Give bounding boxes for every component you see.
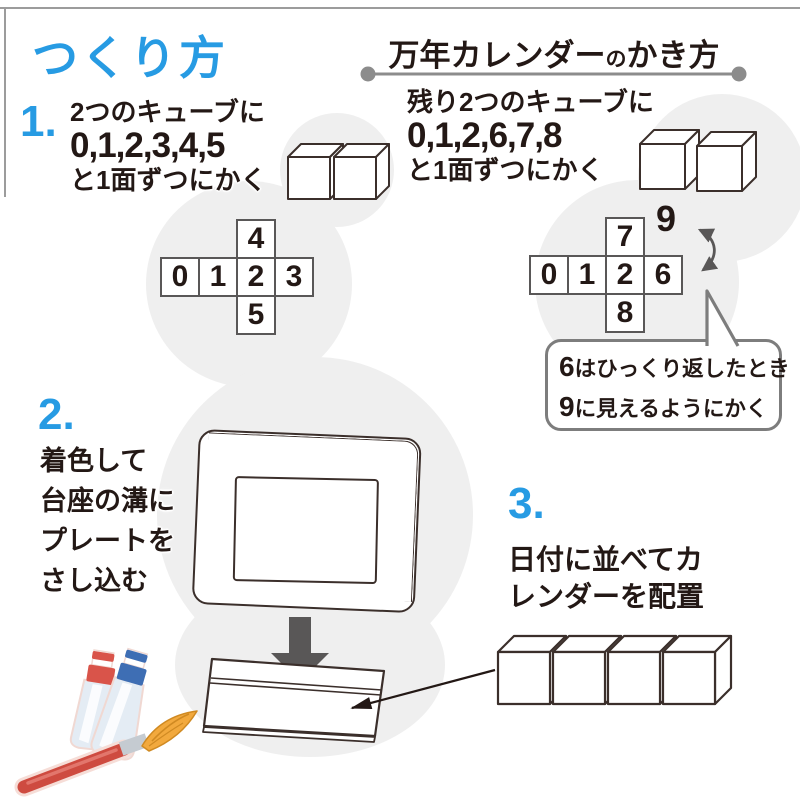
net-cell: 3: [274, 257, 314, 297]
step2-number: 2.: [38, 390, 75, 439]
note-line2: 9に見えるようにかく: [559, 391, 768, 422]
step3-line1: 日付に並べてカ: [508, 544, 703, 575]
step1-left-line3: と1面ずつにかく: [70, 165, 267, 195]
net-cell: 1: [198, 257, 238, 297]
net-cell: 2: [605, 255, 645, 295]
flipped-nine-label: 9: [656, 198, 677, 239]
net-cell: 0: [160, 257, 200, 297]
step1-number: 1.: [20, 97, 57, 146]
net-cell: 0: [529, 255, 569, 295]
page-border-top: [0, 7, 800, 9]
net-cell: 1: [567, 255, 607, 295]
step1-right-line1: 残り2つのキューブに: [407, 87, 654, 117]
page-border-left: [4, 7, 6, 197]
step2-text: 着色して 台座の溝に プレートを さし込む: [40, 441, 175, 601]
page-title: つくり方: [32, 32, 228, 84]
step1-left-text: 2つのキューブに 0,1,2,3,4,5 と1面ずつにかく: [70, 98, 266, 196]
step1-right-line3: と1面ずつにかく: [407, 155, 604, 185]
step2-line3: プレートを: [40, 526, 175, 556]
speech-bubble: 6はひっくり返したとき 9に見えるようにかく: [545, 339, 790, 431]
step3-number: 3.: [508, 479, 545, 528]
net-cell: 8: [605, 293, 645, 333]
plate-illustration: [191, 429, 422, 614]
step3-text: 日付に並べてカ レンダーを配置: [508, 541, 704, 615]
step1-right-text: 残り2つのキューブに 0,1,2,6,7,8 と1面ずつにかく: [407, 88, 654, 186]
step1-left-line1: 2つのキューブに: [70, 97, 265, 127]
header-prefix: 万年カレンダー: [388, 38, 606, 73]
net-cell: 5: [236, 295, 276, 335]
step1-left-numbers: 0,1,2,3,4,5: [70, 126, 225, 165]
cube-net-right: 7 0 1 2 6 8: [529, 217, 684, 334]
step1-right-numbers: 0,1,2,6,7,8: [407, 116, 562, 155]
note-line1: 6はひっくり返したとき: [559, 351, 790, 382]
net-cell: 6: [643, 255, 683, 295]
section-header: 万年カレンダーのかき方: [368, 30, 740, 75]
step2-line4: さし込む: [40, 566, 148, 596]
step2-line2: 台座の溝に: [40, 486, 175, 516]
header-suffix: かき方: [626, 38, 720, 73]
net-cell: 4: [236, 219, 276, 259]
header-particle: の: [605, 48, 627, 71]
cube-net-left: 4 0 1 2 3 5: [160, 219, 315, 336]
net-cell: 2: [236, 257, 276, 297]
net-cell: 7: [605, 217, 645, 257]
step2-line1: 着色して: [40, 446, 148, 476]
step3-line2: レンダーを配置: [508, 581, 705, 612]
plate-window: [232, 476, 379, 585]
